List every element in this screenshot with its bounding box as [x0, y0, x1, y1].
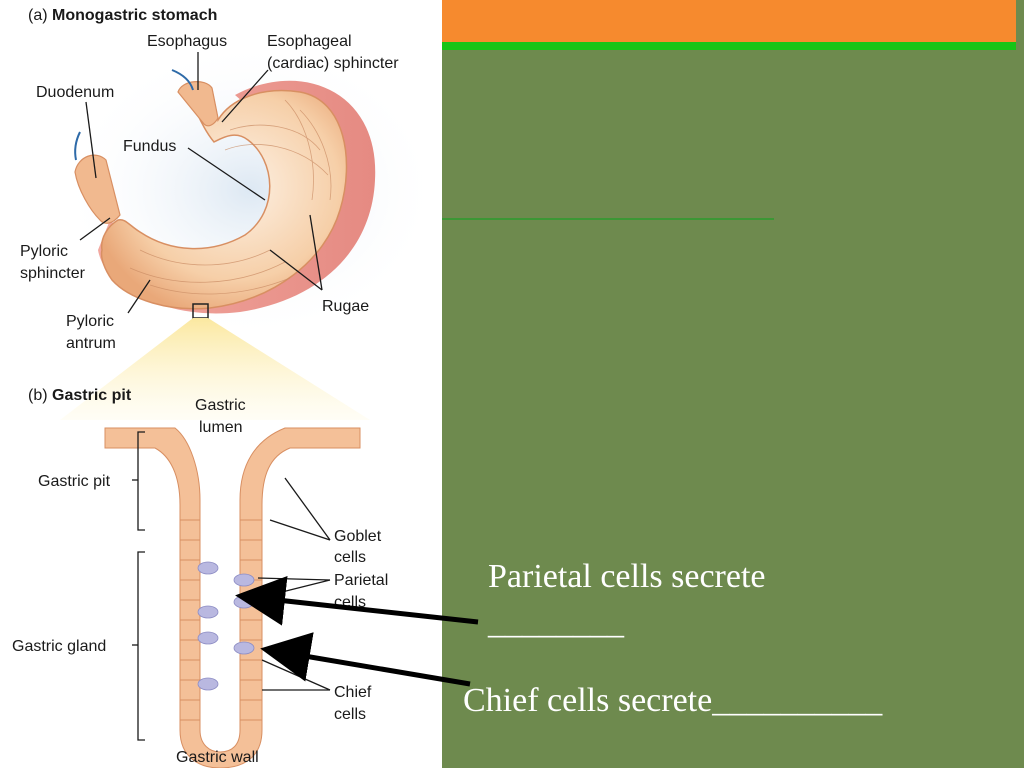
label-rugae: Rugae	[322, 298, 369, 315]
esophagus-tube	[177, 81, 219, 127]
stomach-body	[100, 85, 348, 310]
diagram-panel: (a) Monogastric stomach	[0, 0, 442, 768]
label-esophageal-sphincter-1: Esophageal	[267, 33, 352, 50]
label-pyloric-antrum-2: antrum	[66, 335, 116, 352]
label-goblet-cells-1: Goblet	[334, 528, 382, 545]
label-esophagus: Esophagus	[147, 33, 227, 50]
label-duodenum: Duodenum	[36, 84, 114, 101]
stomach-diagram: (a) Monogastric stomach	[12, 7, 440, 768]
label-pyloric-antrum-1: Pyloric	[66, 313, 114, 330]
question-parietal-line-2: ________	[488, 604, 624, 641]
label-parietal-cells-2: cells	[334, 594, 366, 611]
question-chief: Chief cells secrete__________	[463, 682, 883, 719]
label-gastric-pit: Gastric pit	[38, 473, 111, 490]
orange-header-bar	[442, 0, 1016, 42]
rugae-folds	[129, 99, 332, 295]
label-fundus: Fundus	[123, 138, 176, 155]
divider-line	[442, 218, 774, 220]
question-parietal-line-1: Parietal cells secrete	[488, 558, 766, 595]
svg-text:(a) Monogastric stomach: (a) Monogastric stomach	[28, 7, 217, 24]
label-chief-cells-2: cells	[334, 706, 366, 723]
label-pyloric-sphincter-1: Pyloric	[20, 243, 68, 260]
label-esophageal-sphincter-2: (cardiac) sphincter	[267, 55, 399, 72]
label-gastric-gland: Gastric gland	[12, 638, 106, 655]
duodenum-tube	[74, 154, 121, 224]
label-goblet-cells-2: cells	[334, 549, 366, 566]
label-gastric-lumen-2: lumen	[199, 419, 243, 436]
label-gastric-lumen-1: Gastric	[195, 397, 246, 414]
label-pyloric-sphincter-2: sphincter	[20, 265, 86, 282]
magnify-beam	[60, 318, 370, 420]
label-chief-cells-1: Chief	[334, 684, 372, 701]
slide-background	[442, 0, 1024, 768]
label-gastric-wall: Gastric wall	[176, 749, 259, 766]
svg-text:(b) Gastric pit: (b) Gastric pit	[28, 387, 132, 404]
green-accent-bar	[442, 42, 1016, 50]
gastric-mucosa	[104, 427, 361, 768]
label-parietal-cells-1: Parietal	[334, 572, 388, 589]
